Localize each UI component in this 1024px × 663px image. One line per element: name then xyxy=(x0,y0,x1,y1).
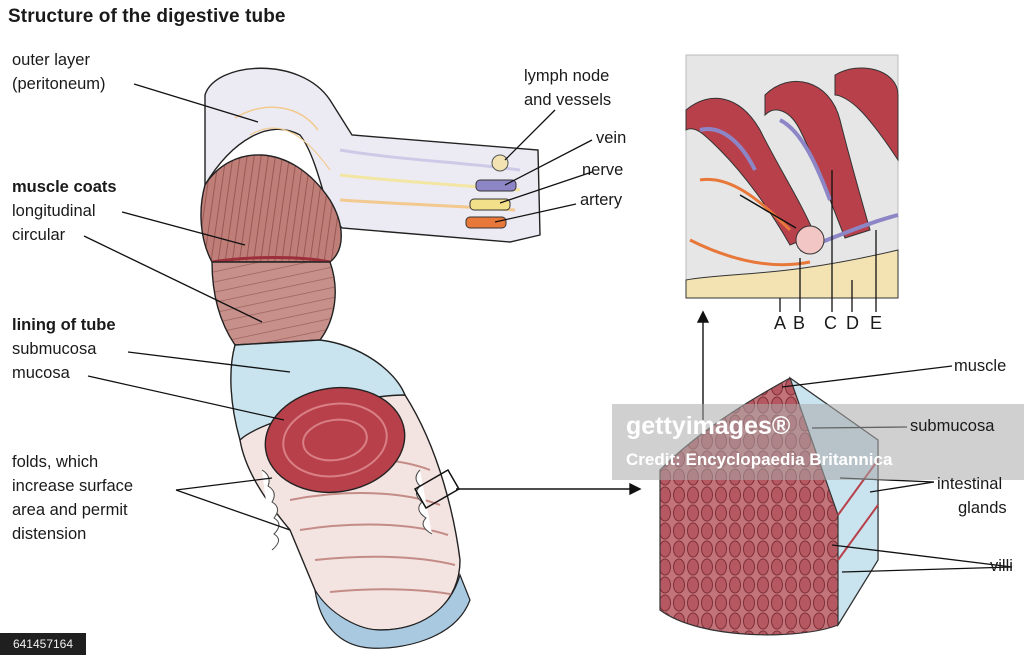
watermark-logo: gettyimages® xyxy=(626,412,791,440)
leader-lines xyxy=(83,83,1013,573)
inset-letter-c: C xyxy=(824,313,837,333)
label-folds-line-3: area and permit xyxy=(12,501,128,519)
label-intestinal-glands-line-1: intestinal xyxy=(937,475,1003,493)
watermark-band xyxy=(612,404,1024,480)
villus-inset xyxy=(685,54,899,299)
label-submucosa-right: submucosa xyxy=(910,417,995,435)
label-lining-of-tube: lining of tube xyxy=(12,316,116,334)
label-muscle: muscle xyxy=(954,357,1007,375)
label-circular: circular xyxy=(12,226,66,244)
inset-letter-a: A xyxy=(774,313,787,333)
circular-muscle xyxy=(211,261,336,346)
fold-detail-box xyxy=(414,468,460,510)
label-folds-line-2: increase surface xyxy=(12,477,134,495)
label-folds-line-1: folds, which xyxy=(12,453,99,471)
label-artery: artery xyxy=(580,191,623,209)
mucosa-cut-face xyxy=(264,386,406,494)
label-lymph-node-line-2: and vessels xyxy=(524,91,612,109)
label-outer-layer: outer layer xyxy=(12,51,90,69)
label-vein: vein xyxy=(596,129,627,147)
inset-pointer-lines xyxy=(779,170,877,312)
inset-letter-e: E xyxy=(870,313,883,333)
watermark-credit: Credit: Encyclopaedia Britannica xyxy=(626,450,893,469)
label-villi: villi xyxy=(990,557,1013,575)
label-muscle-coats: muscle coats xyxy=(12,178,117,196)
label-nerve: nerve xyxy=(582,161,624,179)
arrows xyxy=(456,310,710,496)
label-longitudinal: longitudinal xyxy=(12,202,96,220)
diagram-title: Structure of the digestive tube xyxy=(8,6,286,27)
inset-letter-d: D xyxy=(846,313,859,333)
vessel-bundle xyxy=(465,154,517,229)
label-lymph-node-line-1: lymph node xyxy=(524,67,610,85)
label-submucosa: submucosa xyxy=(12,340,97,358)
label-folds-line-4: distension xyxy=(12,525,87,543)
watermark-image-id: 641457164 xyxy=(0,633,86,655)
label-peritoneum: (peritoneum) xyxy=(12,75,106,93)
inset-letter-b: B xyxy=(793,313,806,333)
label-intestinal-glands-line-2: glands xyxy=(958,499,1007,517)
longitudinal-muscle xyxy=(200,154,342,263)
label-mucosa: mucosa xyxy=(12,364,70,382)
